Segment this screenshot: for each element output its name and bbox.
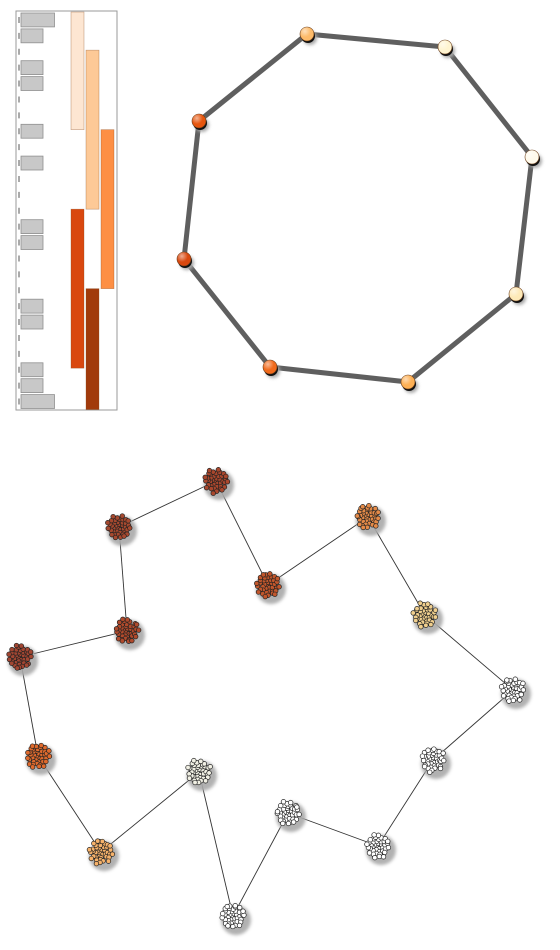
grey-bar bbox=[20, 362, 44, 378]
cluster-edge bbox=[198, 771, 234, 917]
grey-bar bbox=[20, 378, 44, 394]
ring-edge bbox=[405, 291, 519, 385]
cluster-node bbox=[219, 903, 251, 935]
ring-edge bbox=[267, 364, 411, 385]
interval-bar-tracks bbox=[70, 11, 115, 410]
grey-bar bbox=[20, 76, 44, 91]
ring-node bbox=[524, 149, 542, 168]
cluster-edge bbox=[432, 689, 514, 761]
cluster-node bbox=[113, 616, 145, 650]
grey-bar bbox=[20, 314, 44, 330]
interval-bar bbox=[85, 49, 100, 210]
ring-edge bbox=[304, 31, 448, 50]
interval-bar bbox=[85, 288, 100, 410]
cluster-node bbox=[354, 502, 386, 536]
ring-edge bbox=[181, 118, 202, 262]
cluster-graph bbox=[6, 467, 531, 935]
ring-graph bbox=[176, 26, 542, 393]
cluster-node bbox=[274, 799, 306, 832]
ring-edge bbox=[442, 44, 535, 160]
grey-bar bbox=[20, 28, 44, 44]
ring-node bbox=[262, 359, 280, 378]
grey-bar bbox=[20, 155, 44, 171]
ring-node bbox=[508, 286, 526, 305]
ring-node bbox=[400, 374, 418, 393]
cluster-node bbox=[202, 467, 234, 500]
cluster-node bbox=[419, 746, 451, 779]
cluster-nodes bbox=[6, 467, 531, 935]
ring-node bbox=[191, 113, 209, 132]
grey-bar-column bbox=[20, 12, 55, 409]
cluster-edge bbox=[232, 812, 289, 917]
cluster-node bbox=[364, 832, 396, 865]
cluster-node bbox=[6, 642, 38, 676]
cluster-edge bbox=[267, 516, 369, 586]
ring-node bbox=[176, 251, 194, 270]
interval-bar bbox=[100, 129, 115, 289]
grey-bar bbox=[20, 123, 44, 139]
cluster-node bbox=[25, 742, 56, 775]
ring-edge bbox=[196, 31, 310, 124]
ring-node bbox=[299, 26, 317, 45]
cluster-node bbox=[105, 513, 137, 546]
cluster-node bbox=[86, 838, 119, 871]
grey-bar bbox=[20, 60, 44, 76]
ring-edges bbox=[181, 31, 535, 385]
ring-edge bbox=[513, 154, 535, 297]
ring-edge bbox=[181, 256, 273, 370]
grey-bar bbox=[20, 394, 55, 409]
grey-bar bbox=[20, 235, 44, 250]
cluster-node bbox=[254, 571, 286, 604]
cluster-node bbox=[185, 757, 217, 791]
cluster-edge bbox=[377, 759, 434, 847]
cluster-edge bbox=[100, 771, 200, 853]
grey-bar bbox=[20, 219, 44, 234]
grey-bar bbox=[20, 298, 44, 314]
ring-node bbox=[437, 39, 455, 58]
grey-bar bbox=[20, 12, 55, 28]
cluster-edge bbox=[19, 630, 128, 658]
cluster-node bbox=[410, 600, 443, 634]
cluster-node bbox=[498, 676, 531, 709]
interval-bar bbox=[70, 11, 85, 130]
ring-nodes bbox=[176, 26, 542, 393]
interval-bar-panel bbox=[15, 10, 118, 411]
interval-bar bbox=[70, 208, 85, 369]
cluster-edge bbox=[118, 480, 217, 528]
